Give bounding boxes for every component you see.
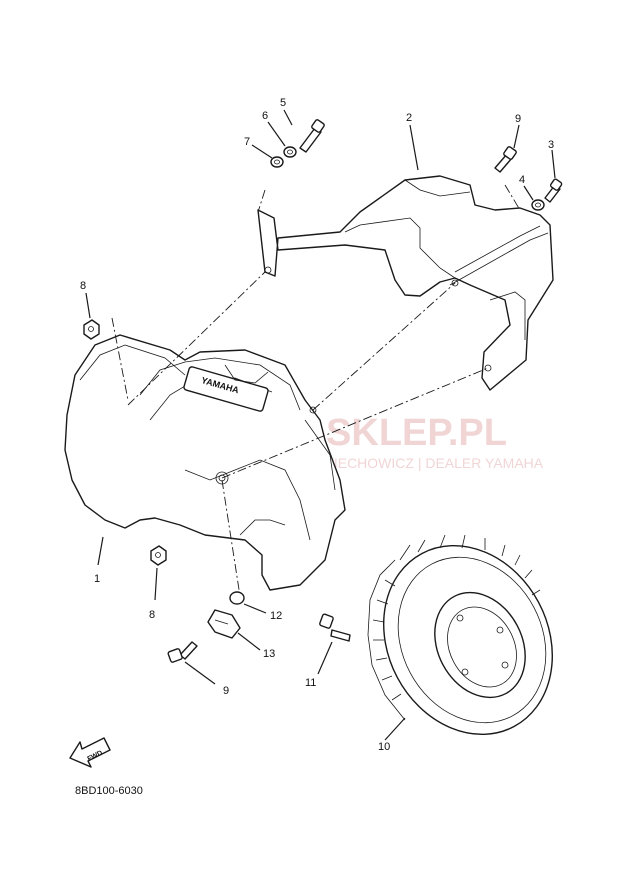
callout-10: 10 (378, 741, 390, 753)
part-3-bolt (544, 178, 563, 203)
forward-direction-icon: FWD (69, 737, 111, 768)
callout-5: 5 (280, 97, 286, 109)
callout-3: 3 (548, 139, 554, 151)
callout-12: 12 (270, 610, 282, 622)
callout-4: 4 (519, 174, 525, 186)
callout-9-lower: 9 (223, 685, 229, 697)
part-9-bolt-upper (494, 146, 517, 173)
part-13-clip (207, 609, 241, 639)
part-4-washer (531, 199, 545, 211)
callout-labels: 1 2 3 4 5 6 7 8 8 9 9 10 11 12 13 (80, 97, 554, 753)
callout-8-lower: 8 (149, 609, 155, 621)
callout-leader-lines (85, 109, 556, 741)
part-12-grommet (229, 591, 245, 605)
assembly-guide-lines (111, 184, 521, 597)
part-7-grommet (270, 156, 284, 168)
diagram-code: 8BD100-6030 (75, 785, 143, 797)
part-5-bolt (299, 119, 325, 153)
part-9-bolt-lower (167, 641, 198, 663)
callout-1: 1 (94, 573, 100, 585)
part-8-nut-upper (83, 319, 100, 340)
callout-6: 6 (262, 110, 268, 122)
callout-11: 11 (305, 677, 316, 689)
part-2-upper-shroud (257, 175, 554, 391)
part-1-fan-cover: YAMAHA (64, 334, 346, 591)
callout-7: 7 (244, 136, 250, 148)
part-10-cooling-fan (367, 534, 553, 736)
part-8-nut-lower (150, 545, 167, 566)
callout-13: 13 (263, 648, 275, 660)
callout-8-upper: 8 (80, 280, 86, 292)
part-6-washer (283, 146, 297, 158)
callout-9-upper: 9 (515, 113, 521, 125)
part-11-bolt (319, 613, 351, 642)
callout-2: 2 (406, 112, 412, 124)
